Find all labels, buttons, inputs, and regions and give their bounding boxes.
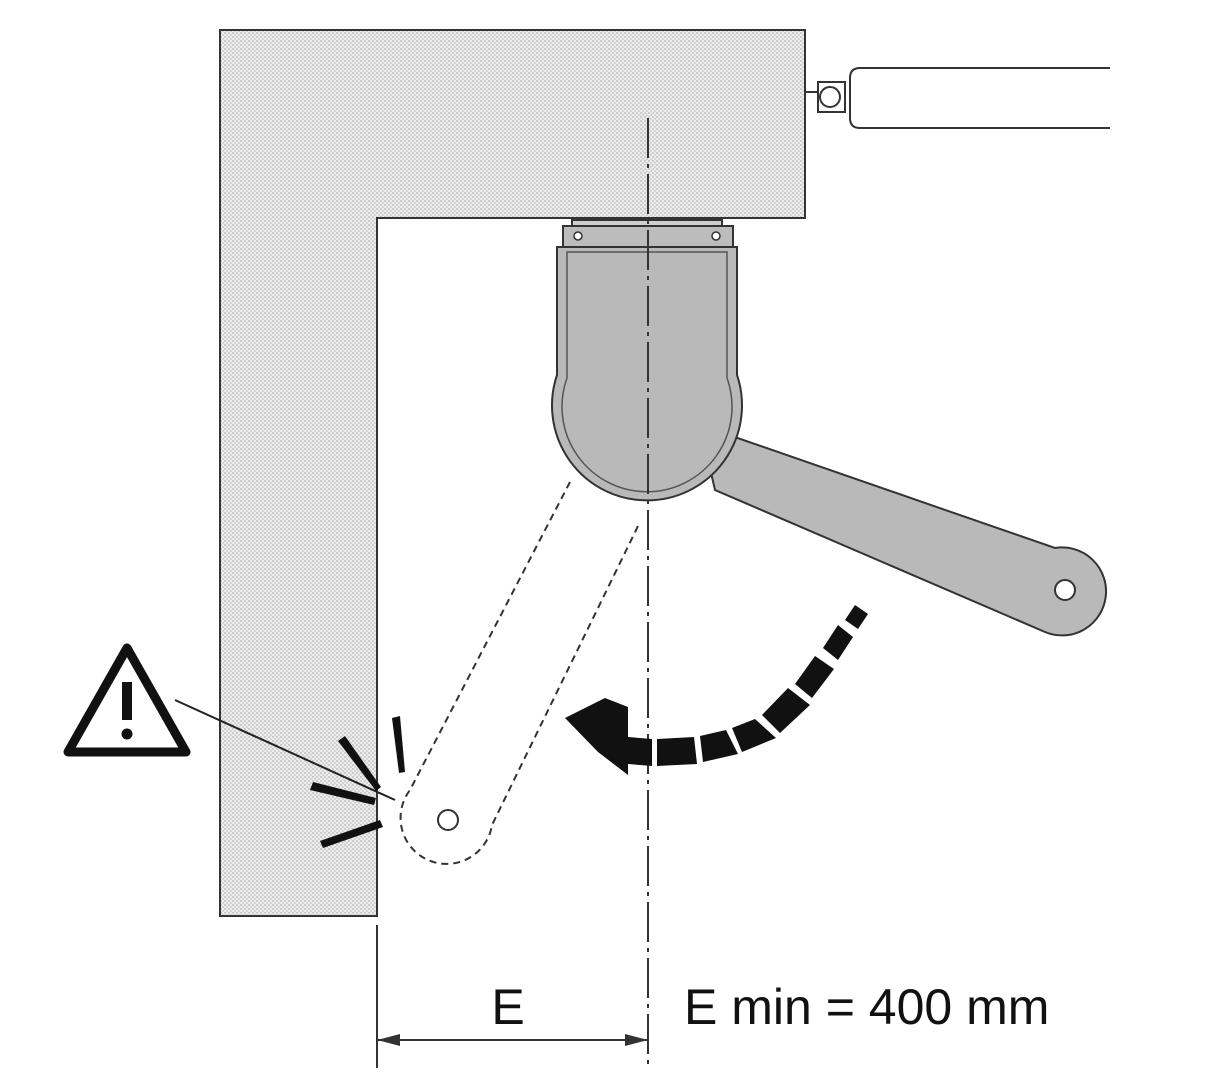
- gate-leaf: [805, 67, 1110, 129]
- warning-triangle-icon: [63, 643, 191, 757]
- dimension-line: [377, 1034, 648, 1046]
- minimum-distance-label: E min = 400 mm: [684, 979, 1049, 1035]
- dimension-label-e: E: [491, 979, 524, 1035]
- impact-marks: [310, 716, 405, 848]
- arm-dashed-position: [399, 481, 641, 865]
- warning-leader-line: [174, 699, 396, 801]
- arm-solid-position: [698, 423, 1108, 637]
- wall-pillar: [219, 29, 806, 917]
- curved-arrow-icon: [565, 605, 868, 775]
